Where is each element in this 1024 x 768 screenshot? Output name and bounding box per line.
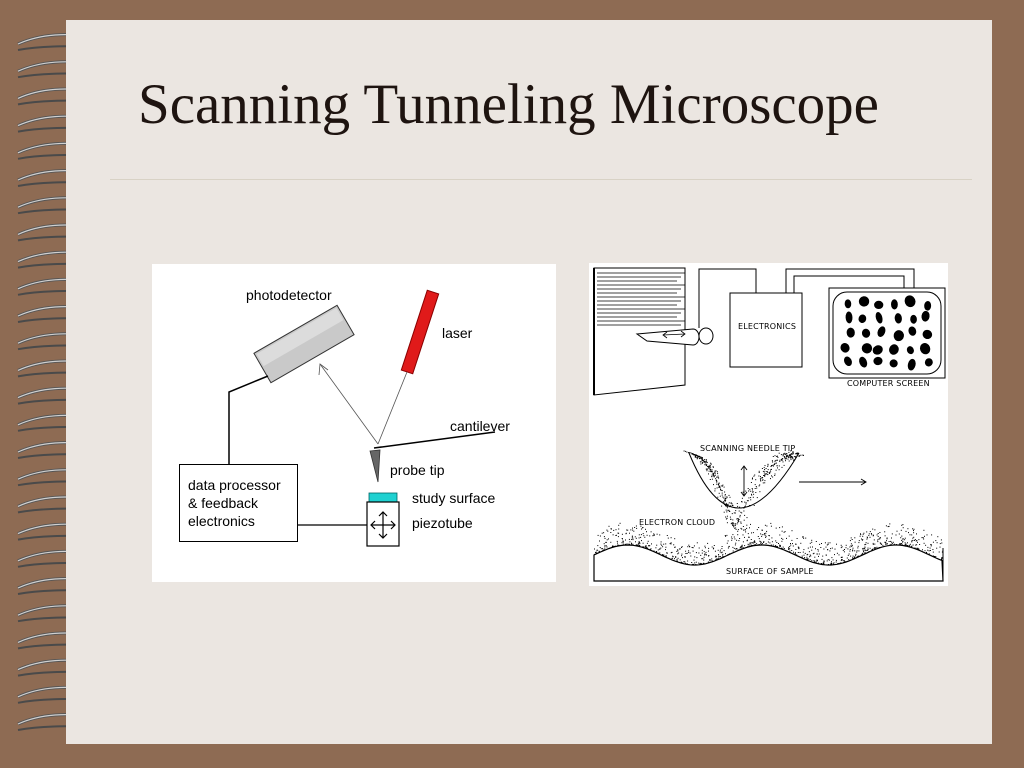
photodetector-box [253, 304, 355, 384]
surface-of-sample-label: SURFACE OF SAMPLE [726, 567, 814, 576]
scan-direction-arrow [799, 478, 867, 486]
electronics-label: ELECTRONICS [738, 322, 797, 331]
study-surface-label: study surface [412, 490, 496, 506]
laser-beam-emitter [400, 289, 440, 375]
processor-line-3: electronics [188, 513, 255, 530]
afm-diagram: photodetector laser cantilever probe tip… [152, 264, 556, 582]
electronics-box [729, 292, 803, 368]
study-surface-block [368, 492, 398, 503]
photodetector-wire [228, 375, 269, 464]
piezo-arrows [370, 511, 396, 539]
probe-tip-label: probe tip [390, 462, 445, 478]
processor-line-2: & feedback [188, 495, 259, 512]
title-divider [110, 179, 972, 180]
processor-line-1: data processor [188, 477, 281, 493]
scanner-block [593, 267, 686, 396]
reflected-beam [319, 363, 379, 445]
stm-diagram: ELECTRONICS COMPUTER SCREEN SCANNING NEE… [589, 263, 948, 586]
computer-screen-label: COMPUTER SCREEN [847, 379, 930, 388]
piezotube-label: piezotube [412, 515, 473, 531]
data-processor-box: data processor & feedback electronics [179, 464, 298, 542]
needle-probe [635, 327, 714, 346]
cantilever-label: cantilever [450, 418, 510, 434]
slide-title: Scanning Tunneling Microscope [138, 73, 879, 136]
incident-beam [377, 371, 408, 445]
cantilever-beam [373, 431, 496, 449]
vertical-arrow [740, 465, 748, 497]
photodetector-label: photodetector [246, 287, 332, 303]
electron-cloud-label: ELECTRON CLOUD [639, 518, 716, 527]
laser-label: laser [442, 325, 473, 341]
afm-diagram-graphics [228, 289, 496, 547]
stm-diagram-graphics [593, 267, 946, 582]
scanning-needle-tip-label: SCANNING NEEDLE TIP [700, 444, 796, 453]
probe-tip-shape [369, 449, 381, 483]
